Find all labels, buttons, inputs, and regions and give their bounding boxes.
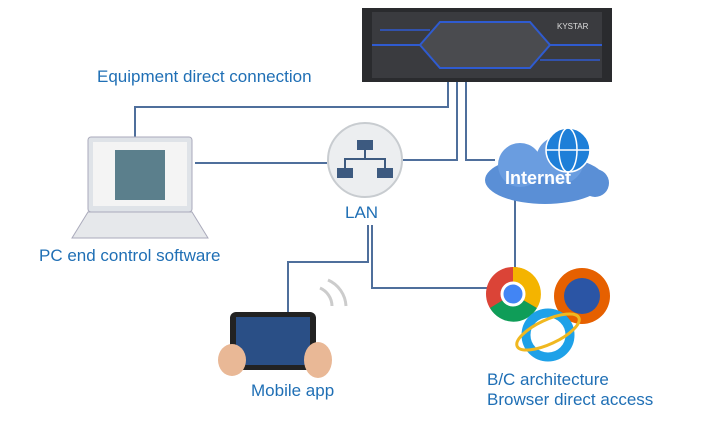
- equipment-connection-label: Equipment direct connection: [97, 67, 312, 86]
- pc-software-label: PC end control software: [39, 246, 221, 265]
- mobile-tablet-icon: [218, 278, 348, 378]
- laptop-icon: [71, 136, 209, 239]
- ie-icon: [521, 308, 575, 362]
- internet-cloud-icon: [485, 127, 609, 204]
- wire-device-lan: [403, 80, 458, 161]
- device-logo: KYSTAR: [557, 22, 589, 31]
- browser-icons: [486, 266, 610, 362]
- mobile-app-label: Mobile app: [251, 381, 335, 400]
- browser-access-label: Browser direct access: [487, 390, 654, 409]
- internet-label: Internet: [505, 168, 572, 188]
- wire-lan-mobile: [287, 225, 369, 315]
- kystar-device: KYSTAR: [362, 8, 612, 82]
- lan-switch-icon: [327, 122, 403, 198]
- wire-device-internet: [465, 80, 495, 161]
- connection-wires: [134, 80, 516, 315]
- wire-lan-browser: [371, 225, 490, 289]
- lan-label: LAN: [345, 203, 379, 222]
- bc-architecture-label: B/C architecture: [487, 370, 609, 389]
- wire-device-pc: [134, 80, 449, 140]
